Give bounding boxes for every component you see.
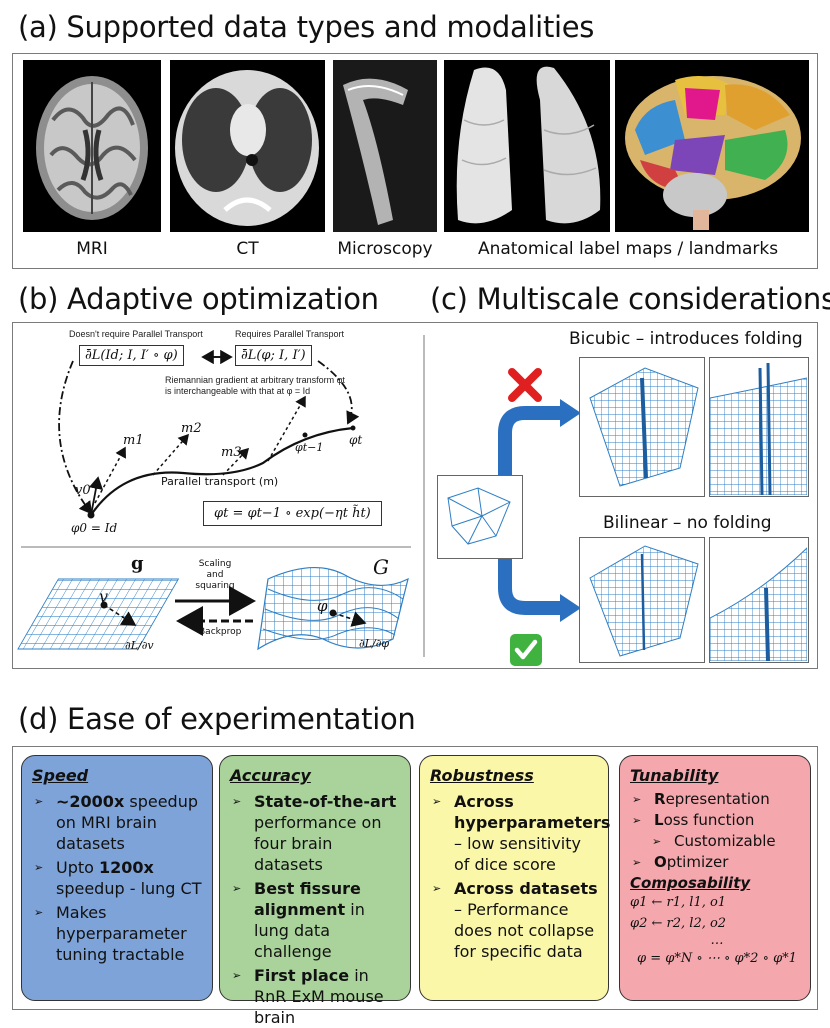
lie-group-label: G	[373, 555, 389, 579]
cross-mark-icon	[508, 368, 542, 402]
scaling-squaring-label: Scaling and squaring	[185, 559, 245, 592]
accuracy-item-2: Best fissure alignment in lung data chal…	[230, 878, 400, 962]
tunability-optimizer: Optimizer	[630, 852, 804, 873]
bilinear-label: Bilinear – no folding	[603, 513, 772, 533]
riemannian-diagram	[58, 349, 360, 519]
speed-card: Speed ~2000x speedup on MRI brain datase…	[21, 755, 213, 1001]
composability-dots: …	[710, 933, 724, 948]
modalities-panel: MRI CT Microscopy Anatomical label maps …	[12, 53, 818, 269]
composability-title: Composability	[630, 874, 751, 892]
m3-label: m3	[221, 445, 242, 460]
section-a-title: (a) Supported data types and modalities	[18, 10, 595, 44]
squaring-text: squaring	[195, 581, 235, 591]
tunability-loss: Loss function	[630, 810, 804, 831]
m2-label: m2	[181, 421, 202, 436]
gradient-at-identity: ∂̄L(Id; I, I′ ∘ φ)	[79, 345, 184, 366]
composability-formula-2: φ2 ← r2, l2, o2	[630, 916, 727, 931]
section-d-title: (d) Ease of experimentation	[18, 702, 416, 736]
mri-image	[23, 60, 161, 232]
bicubic-label: Bicubic – introduces folding	[569, 329, 803, 349]
accuracy-title: Accuracy	[230, 766, 311, 785]
dl-dphi-label: ∂L/∂φ	[359, 637, 390, 650]
check-mark-icon	[510, 634, 542, 666]
no-pt-label: Doesn't require Parallel Transport	[69, 329, 203, 339]
v0-label: v0	[75, 483, 91, 498]
backprop-label: Backprop	[199, 627, 242, 637]
bilinear-result-1	[579, 537, 705, 663]
panel-divider	[423, 335, 425, 657]
v-label: v	[99, 587, 109, 606]
gradient-at-phi: ∂̄L(φ; I, I′)	[235, 345, 312, 366]
section-c-title: (c) Multiscale considerations	[430, 282, 830, 316]
composability-formula-3: φ = φ*N ∘ ⋯ ∘ φ*2 ∘ φ*1	[637, 951, 797, 966]
riemann-note-2: is interchangeable with that at φ = Id	[165, 386, 311, 396]
speed-item-1: ~2000x speedup on MRI brain datasets	[32, 791, 202, 854]
pt-label: Requires Parallel Transport	[235, 329, 345, 339]
tunability-card: Tunability Representation Loss function …	[619, 755, 811, 1001]
speed-item-3: Makes hyperparameter tuning tractable	[32, 902, 202, 965]
optimization-panel: Doesn't require Parallel Transport Requi…	[12, 322, 818, 669]
caption-label-maps: Anatomical label maps / landmarks	[477, 239, 779, 259]
accuracy-item-1: State-of-the-art performance on four bra…	[230, 791, 400, 875]
bicubic-result-2	[709, 357, 809, 497]
caption-ct: CT	[236, 239, 259, 259]
microscopy-image	[333, 60, 437, 232]
phi-t-label: φt	[349, 433, 363, 447]
tunability-representation: Representation	[630, 789, 804, 810]
scaling-text: Scaling	[198, 559, 232, 569]
accuracy-item-3: First place in RnR ExM mouse brain	[230, 965, 400, 1028]
phi0-label: φ0 = Id	[71, 521, 118, 535]
ct-image	[170, 60, 325, 232]
robustness-item-2: Across datasets – Performance does not c…	[430, 878, 598, 962]
tunability-title: Tunability	[630, 766, 719, 785]
input-deformation-grid	[437, 475, 523, 559]
robustness-item-1: Across hyperparameters – low sensitivity…	[430, 791, 610, 875]
riemann-note-1: Riemannian gradient at arbitrary transfo…	[165, 375, 345, 385]
dl-dv-label: ∂L/∂v	[125, 639, 154, 652]
robustness-title: Robustness	[430, 766, 534, 785]
bilinear-result-2	[709, 537, 809, 663]
lie-algebra-label: g	[131, 553, 144, 574]
speed-title: Speed	[32, 766, 89, 785]
phi-label: φ	[317, 597, 328, 615]
brain-label-map-image	[615, 60, 809, 232]
b-divider	[21, 546, 411, 548]
robustness-card: Robustness Across hyperparameters – low …	[419, 755, 610, 1001]
update-rule: φt = φt−1 ∘ exp(−ηt h̃t)	[203, 501, 382, 526]
m1-label: m1	[123, 433, 144, 448]
composability-formula-1: φ1 ← r1, l1, o1	[630, 895, 727, 910]
phi-t-minus-1-label: φt−1	[295, 441, 324, 454]
lie-algebra-diagram	[17, 566, 409, 651]
lung-label-map-image	[444, 60, 610, 232]
accuracy-card: Accuracy State-of-the-art performance on…	[219, 755, 411, 1027]
bicubic-result-1	[579, 357, 705, 497]
caption-microscopy: Microscopy	[337, 239, 433, 259]
fork-arrow	[498, 399, 581, 622]
and-text: and	[206, 570, 224, 580]
parallel-transport-label: Parallel transport (m)	[161, 475, 279, 488]
experimentation-panel: Speed ~2000x speedup on MRI brain datase…	[12, 746, 818, 1027]
speed-item-2: Upto 1200x speedup - lung CT	[32, 857, 202, 899]
section-b-title: (b) Adaptive optimization	[18, 282, 379, 316]
caption-mri: MRI	[76, 239, 108, 259]
tunability-customizable: Customizable	[650, 831, 804, 852]
